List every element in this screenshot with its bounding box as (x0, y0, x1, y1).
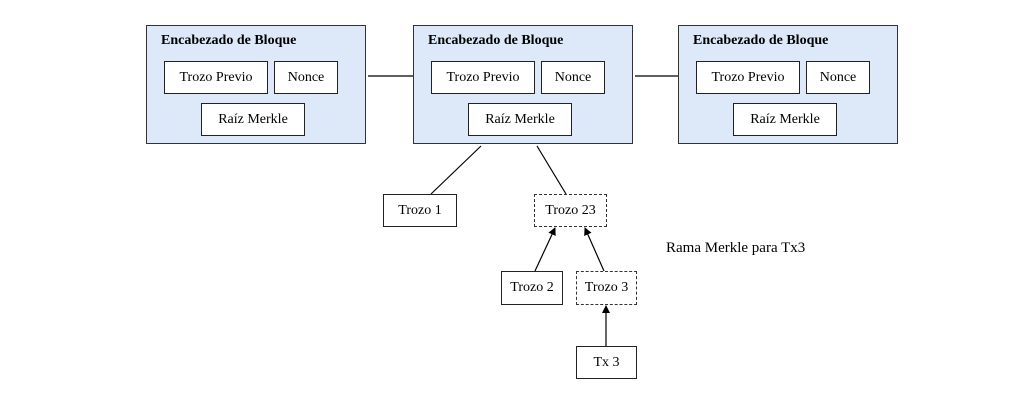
prev-hash-box: Trozo Previo (431, 61, 535, 94)
merkle-root-box: Raíz Merkle (733, 103, 837, 136)
block-header-2: Encabezado de Bloque Trozo Previo Nonce … (413, 25, 633, 144)
tx3-node: Tx 3 (576, 346, 637, 379)
prev-hash-box: Trozo Previo (164, 61, 268, 94)
nonce-box: Nonce (806, 61, 870, 94)
block-header-title: Encabezado de Bloque (693, 33, 829, 48)
hash2-node: Trozo 2 (501, 271, 563, 305)
hash1-node: Trozo 1 (383, 194, 457, 227)
nonce-box: Nonce (274, 61, 338, 94)
block-header-title: Encabezado de Bloque (428, 33, 564, 48)
edge-hash2-hash23 (534, 227, 556, 272)
block-header-3: Encabezado de Bloque Trozo Previo Nonce … (678, 25, 898, 144)
merkle-branch-caption: Rama Merkle para Tx3 (666, 240, 806, 256)
block-header-title: Encabezado de Bloque (161, 33, 297, 48)
hash3-node: Trozo 3 (576, 271, 637, 305)
edge-root-hash23 (536, 145, 567, 195)
prev-hash-box: Trozo Previo (696, 61, 800, 94)
nonce-box: Nonce (541, 61, 605, 94)
merkle-root-box: Raíz Merkle (201, 103, 305, 136)
edge-root-hash1 (430, 145, 482, 195)
block-header-1: Encabezado de Bloque Trozo Previo Nonce … (146, 25, 366, 144)
edge-hash3-hash23 (584, 227, 605, 272)
hash23-node: Trozo 23 (534, 194, 607, 227)
merkle-root-box: Raíz Merkle (468, 103, 572, 136)
